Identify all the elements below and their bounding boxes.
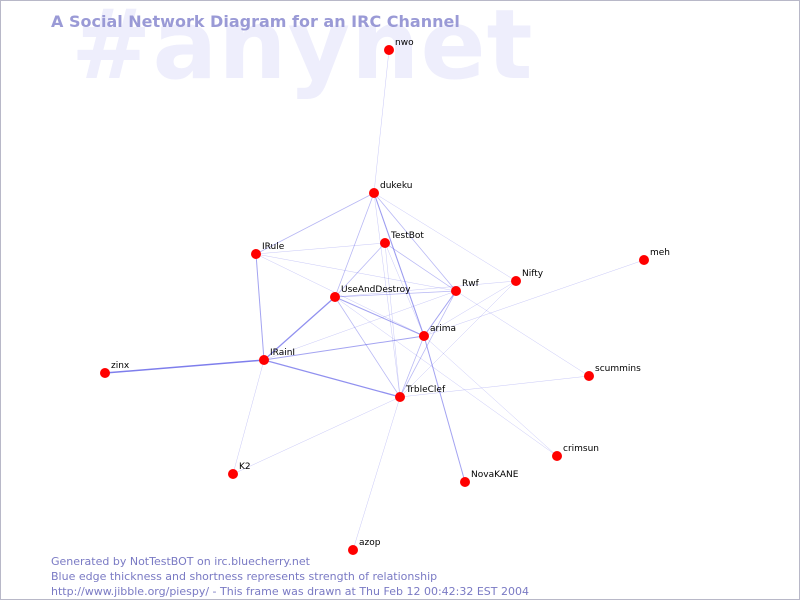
channel-watermark: #anynet (71, 0, 534, 101)
node-dot-K2 (228, 469, 238, 479)
node-TestBot: TestBot (380, 231, 424, 248)
edge-dukeku-IRule (255, 192, 375, 255)
edge-arima-crimsun (423, 335, 558, 457)
node-crimsun: crimsun (552, 444, 599, 461)
edge-TrbleClef-K2 (232, 396, 401, 475)
node-label-azop: azop (359, 538, 381, 548)
edge-TestBot-arima (384, 242, 425, 337)
edge-UseAndDestroy-TrbleClef (334, 296, 401, 398)
node-IRule: IRule (251, 242, 285, 259)
edge-Nifty-arima (423, 280, 517, 337)
node-dot-arima (419, 331, 429, 341)
edge-dukeku-arima (373, 192, 425, 337)
node-label-TestBot: TestBot (390, 231, 424, 241)
edge-TestBot-UseAndDestroy (334, 242, 386, 298)
edge-TestBot-TrbleClef (384, 242, 401, 398)
edge-Rwf-arima (423, 290, 457, 337)
edge-UseAndDestroy-Rwf (334, 290, 457, 298)
edge-arima-TrbleClef (399, 335, 425, 398)
edge-IRainI-zinx (104, 359, 265, 374)
node-dot-dukeku (369, 188, 379, 198)
node-dot-UseAndDestroy (330, 292, 340, 302)
node-dot-TestBot (380, 238, 390, 248)
node-dot-Rwf (451, 286, 461, 296)
node-label-crimsun: crimsun (563, 444, 599, 454)
node-dukeku: dukeku (369, 181, 412, 198)
node-label-UseAndDestroy: UseAndDestroy (341, 285, 411, 295)
footer: Generated by NotTestBOT on irc.bluecherr… (51, 554, 529, 599)
edge-IRainI-K2 (232, 359, 265, 475)
node-label-IRainI: IRainI (270, 348, 295, 358)
edge-dukeku-UseAndDestroy (334, 192, 375, 298)
footer-source: http://www.jibble.org/piespy/ - This fra… (51, 585, 530, 598)
edge-TrbleClef-azop (352, 396, 401, 551)
node-label-dukeku: dukeku (380, 181, 412, 191)
edge-IRainI-Rwf (263, 290, 457, 361)
node-zinx: zinx (100, 361, 130, 378)
node-dot-zinx (100, 368, 110, 378)
node-dot-meh (639, 255, 649, 265)
edge-UseAndDestroy-Nifty (334, 280, 517, 298)
node-K2: K2 (228, 462, 251, 479)
node-label-arima: arima (430, 324, 456, 334)
node-dot-azop (348, 545, 358, 555)
edge-IRainI-UseAndDestroy (263, 296, 336, 361)
node-label-meh: meh (650, 248, 670, 258)
edge-UseAndDestroy-arima (334, 296, 425, 337)
node-label-Nifty: Nifty (522, 269, 544, 279)
edge-IRule-arima (255, 253, 425, 337)
node-nwo: nwo (384, 38, 414, 55)
node-IRainI: IRainI (259, 348, 295, 365)
edge-IRule-Rwf (255, 253, 457, 292)
edge-Rwf-scummins (455, 290, 590, 377)
node-NovaKANE: NovaKANE (460, 470, 519, 487)
node-meh: meh (639, 248, 670, 265)
node-azop: azop (348, 538, 381, 555)
edge-arima-NovaKANE (423, 335, 466, 483)
edge-TestBot-IRule (255, 242, 386, 255)
node-dot-IRainI (259, 355, 269, 365)
edge-UseAndDestroy-crimsun (334, 296, 558, 457)
node-dot-NovaKANE (460, 477, 470, 487)
node-dot-nwo (384, 45, 394, 55)
node-Rwf: Rwf (451, 279, 480, 296)
node-scummins: scummins (584, 364, 641, 381)
node-UseAndDestroy: UseAndDestroy (330, 285, 411, 302)
edge-meh-arima (423, 259, 645, 337)
node-dot-crimsun (552, 451, 562, 461)
edge-dukeku-Nifty (373, 192, 517, 282)
node-TrbleClef: TrbleClef (395, 385, 446, 402)
node-Nifty: Nifty (511, 269, 544, 286)
edge-TestBot-Rwf (384, 242, 457, 292)
footer-generated-by: Generated by NotTestBOT on irc.bluecherr… (51, 555, 310, 568)
node-dot-IRule (251, 249, 261, 259)
node-dot-scummins (584, 371, 594, 381)
diagram-title: A Social Network Diagram for an IRC Chan… (51, 12, 460, 31)
node-label-nwo: nwo (395, 38, 414, 48)
edge-dukeku-TrbleClef (373, 192, 401, 398)
node-dot-TrbleClef (395, 392, 405, 402)
edge-Rwf-TrbleClef (399, 290, 457, 398)
edge-TrbleClef-scummins (399, 375, 590, 398)
edge-Nifty-TrbleClef (399, 280, 517, 398)
node-arima: arima (419, 324, 456, 341)
node-label-Rwf: Rwf (462, 279, 480, 289)
edge-dukeku-nwo (373, 49, 390, 194)
node-dot-Nifty (511, 276, 521, 286)
edge-IRainI-arima (263, 335, 425, 361)
edges-layer (104, 49, 645, 551)
node-label-IRule: IRule (262, 242, 285, 252)
node-label-TrbleClef: TrbleClef (405, 385, 446, 395)
edge-IRainI-IRule (255, 253, 265, 361)
node-label-K2: K2 (239, 462, 251, 472)
node-label-zinx: zinx (111, 361, 130, 371)
node-label-NovaKANE: NovaKANE (471, 470, 519, 480)
edge-IRainI-TrbleClef (263, 359, 401, 398)
node-label-scummins: scummins (595, 364, 641, 374)
footer-legend: Blue edge thickness and shortness repres… (51, 570, 438, 583)
edge-dukeku-Rwf (373, 192, 457, 292)
